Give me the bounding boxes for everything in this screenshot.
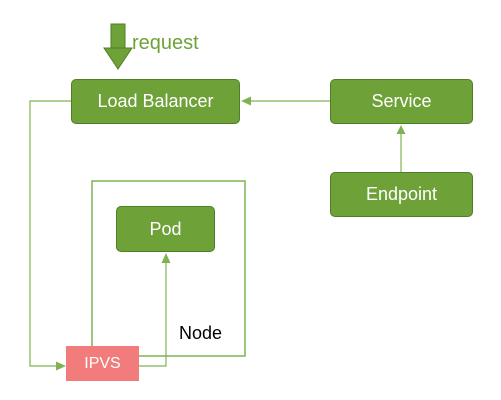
pod-box: Pod <box>116 206 215 252</box>
load-balancer-label: Load Balancer <box>97 91 214 111</box>
load-balancer-box: Load Balancer <box>71 79 240 124</box>
node-label: Node <box>179 323 223 343</box>
endpoint-to-service-arrow <box>396 125 406 172</box>
node-container <box>91 180 246 357</box>
ipvs-to-pod-arrow <box>139 253 171 367</box>
request-arrow <box>103 23 133 70</box>
pod-label: Pod <box>149 218 182 239</box>
endpoint-box: Endpoint <box>330 172 473 217</box>
request-label: request <box>132 32 199 54</box>
service-label: Service <box>371 91 432 111</box>
endpoint-label: Endpoint <box>365 184 438 204</box>
lb-to-ipvs-arrow <box>29 100 71 371</box>
ipvs-label: IPVS <box>84 354 121 372</box>
ipvs-box: IPVS <box>66 346 139 381</box>
service-to-lb-arrow <box>241 96 330 106</box>
service-box: Service <box>330 79 473 124</box>
